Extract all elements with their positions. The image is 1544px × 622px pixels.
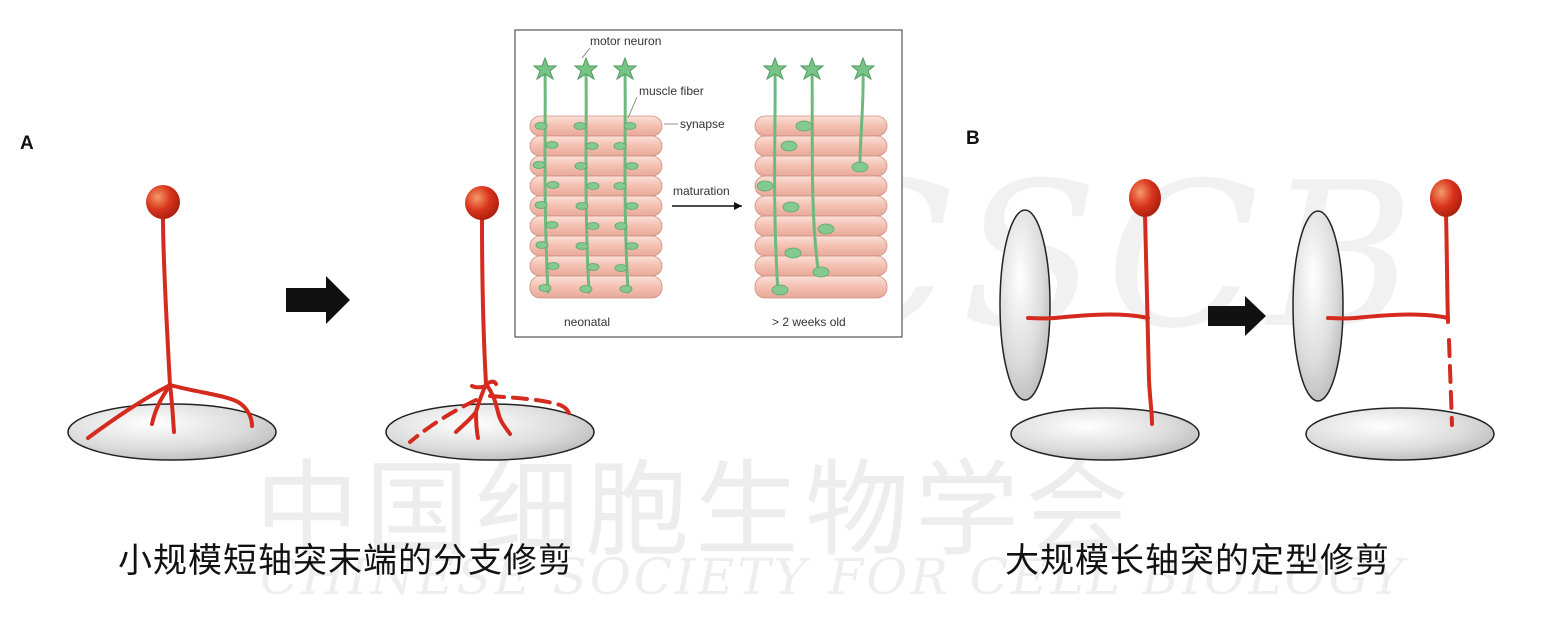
panel-b-label: B bbox=[966, 128, 980, 149]
panel-a-caption: 小规模短轴突末端的分支修剪 bbox=[118, 541, 573, 581]
side-target-ellipse bbox=[999, 209, 1051, 401]
neuron-soma bbox=[1129, 179, 1161, 217]
muscle-fibers-adult bbox=[754, 115, 888, 299]
axon-arbor bbox=[86, 216, 254, 440]
axon-arbor bbox=[1326, 212, 1450, 324]
neonatal-caption: neonatal bbox=[564, 315, 610, 329]
pruned-branches bbox=[408, 394, 572, 444]
arrow-a bbox=[286, 276, 350, 324]
muscle-fiber-label: muscle fiber bbox=[639, 84, 704, 98]
synapse-label: synapse bbox=[680, 117, 725, 131]
maturation-label: maturation bbox=[673, 184, 730, 198]
panel-b-neuron-before bbox=[999, 179, 1200, 461]
synapses-adult bbox=[756, 120, 869, 296]
arrow-b bbox=[1208, 296, 1266, 336]
neuron-somas-adult bbox=[762, 56, 876, 81]
side-target-ellipse bbox=[1292, 210, 1344, 402]
axon-arbor bbox=[454, 217, 512, 440]
neuron-soma bbox=[465, 186, 499, 220]
watermark-english: CHINESE SOCIETY FOR CELL BIOLOGY bbox=[260, 548, 1407, 606]
muscle-fibers-neonatal bbox=[529, 115, 663, 299]
panel-b-neuron-after bbox=[1292, 179, 1495, 461]
panel-a-label: A bbox=[20, 133, 34, 154]
pruned-branch bbox=[1447, 338, 1454, 427]
motor-neurons-neonatal bbox=[543, 70, 630, 294]
watermark-chinese: 中国细胞生物学会 bbox=[255, 449, 1136, 571]
panel-a-neuron-after bbox=[385, 186, 595, 461]
target-ellipse bbox=[1010, 407, 1200, 461]
neuron-somas-neonatal bbox=[532, 56, 638, 81]
panel-a-neuron-before bbox=[67, 185, 277, 461]
adult-caption: > 2 weeks old bbox=[772, 315, 846, 329]
inset-figure: motor neuron muscle fiber synapse matura… bbox=[514, 29, 903, 338]
synapses-neonatal bbox=[532, 122, 639, 293]
motor-neuron-label: motor neuron bbox=[590, 34, 661, 48]
target-ellipse bbox=[1305, 407, 1495, 461]
target-ellipse bbox=[385, 403, 595, 461]
panel-b-caption: 大规模长轴突的定型修剪 bbox=[1005, 541, 1390, 581]
neuron-soma bbox=[146, 185, 180, 219]
axon-arbor bbox=[1026, 212, 1154, 426]
neuron-soma bbox=[1430, 179, 1462, 217]
motor-neurons-adult bbox=[773, 70, 865, 294]
